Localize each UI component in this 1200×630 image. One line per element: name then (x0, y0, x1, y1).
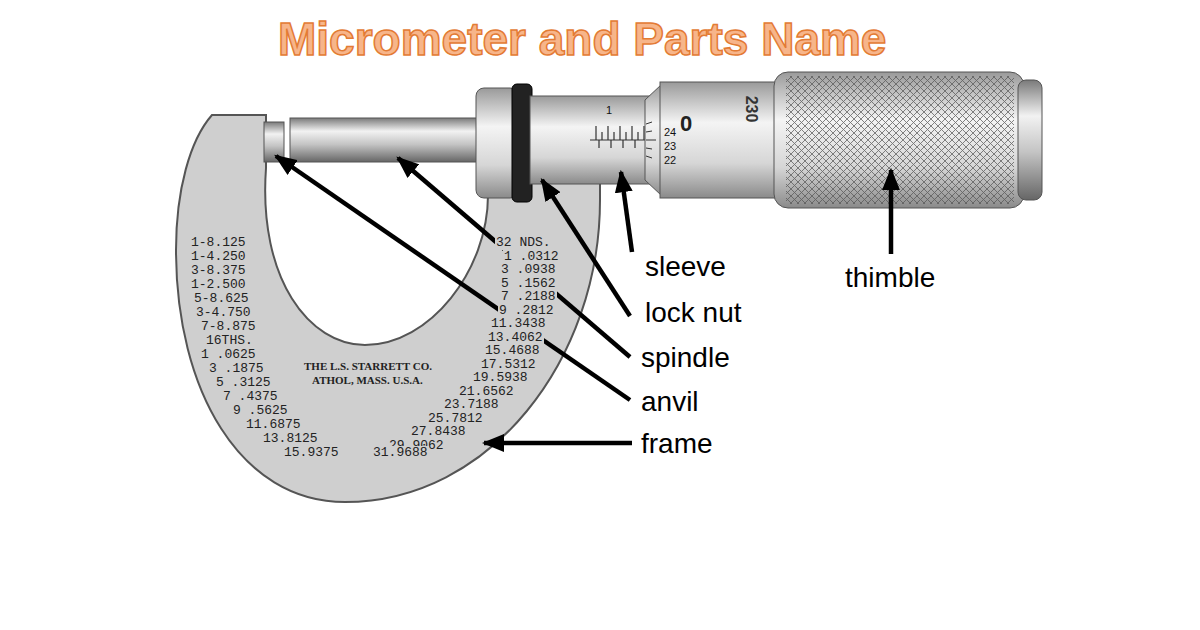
decimal-chart: 9 .5625 (232, 404, 289, 418)
maker-mark: THE L.S. STARRETT CO. (303, 360, 433, 373)
sleeve-graduations (590, 126, 648, 148)
decimal-chart: 19.5938 (472, 371, 529, 385)
part-name: thimble (845, 262, 935, 294)
decimal-chart: 1-2.500 (190, 278, 247, 292)
decimal-chart: 7 .2188 (500, 290, 557, 304)
decimal-chart: 31.9688 (372, 446, 429, 460)
leader-arrows (276, 156, 891, 443)
decimal-chart: 1-4.250 (190, 250, 247, 264)
decimal-chart: 15.9375 (283, 446, 340, 460)
thimble-cap (1018, 80, 1042, 200)
decimal-chart: 1-8.125 (190, 236, 247, 250)
decimal-chart: 11.6875 (245, 418, 302, 432)
leader-line (484, 441, 632, 446)
decimal-chart: 5 .1562 (500, 277, 557, 291)
part-name: sleeve (645, 251, 726, 283)
decimal-chart: 25.7812 (427, 412, 484, 426)
sleeve-barrel (530, 96, 660, 184)
thimble-knurl-texture (786, 76, 1014, 204)
part-name: frame (641, 428, 713, 460)
decimal-chart: 3 .0938 (500, 263, 557, 277)
leader-line (621, 172, 632, 252)
decimal-chart: 15.4688 (484, 344, 541, 358)
decimal-chart: 3-8.375 (190, 264, 247, 278)
decimal-chart: 32 NDS. (495, 236, 552, 250)
decimal-chart: 27.8438 (410, 425, 467, 439)
decimal-chart: 16THS. (205, 334, 254, 348)
leader-line (398, 158, 630, 357)
decimal-chart: 23.7188 (443, 398, 500, 412)
thimble-knurl (774, 72, 1024, 208)
decimal-chart: 5 .3125 (215, 376, 272, 390)
decimal-chart: 17.5312 (480, 358, 537, 372)
lock-nut-ring (512, 84, 532, 202)
decimal-chart: 21.6562 (458, 385, 515, 399)
decimal-chart: 1 .0312 (503, 250, 560, 264)
scale-number: 22 (664, 154, 676, 166)
scale-number: 0 (680, 112, 692, 136)
decimal-chart: 11.3438 (490, 317, 547, 331)
decimal-chart: 7 .4375 (222, 390, 279, 404)
decimal-chart: 13.4062 (487, 331, 544, 345)
decimal-chart: 1 .0625 (200, 348, 257, 362)
decimal-chart: 3-4.750 (195, 306, 252, 320)
decimal-chart: 5-8.625 (193, 292, 250, 306)
title: Micrometer and Parts Name (278, 14, 886, 65)
decimal-chart: 13.8125 (262, 432, 319, 446)
thimble-body (660, 82, 776, 198)
model-number: 230 (742, 96, 760, 123)
decimal-chart: 3 .1875 (208, 362, 265, 376)
part-name: anvil (641, 386, 699, 418)
maker-mark: ATHOL, MASS. U.S.A. (311, 374, 424, 387)
decimal-chart: 7-8.875 (200, 320, 257, 334)
scale-number: 1 (606, 104, 612, 116)
leader-line (889, 170, 894, 254)
spindle-rod (290, 118, 482, 162)
scale-number: 23 (664, 140, 676, 152)
part-name: lock nut (645, 297, 742, 329)
thimble-bevel (645, 84, 662, 196)
anvil-face (264, 122, 284, 162)
part-name: spindle (641, 342, 730, 374)
decimal-chart: 9 .2812 (498, 304, 555, 318)
scale-number: 24 (664, 126, 676, 138)
thimble-graduations (646, 122, 656, 158)
leader-line (276, 156, 630, 400)
